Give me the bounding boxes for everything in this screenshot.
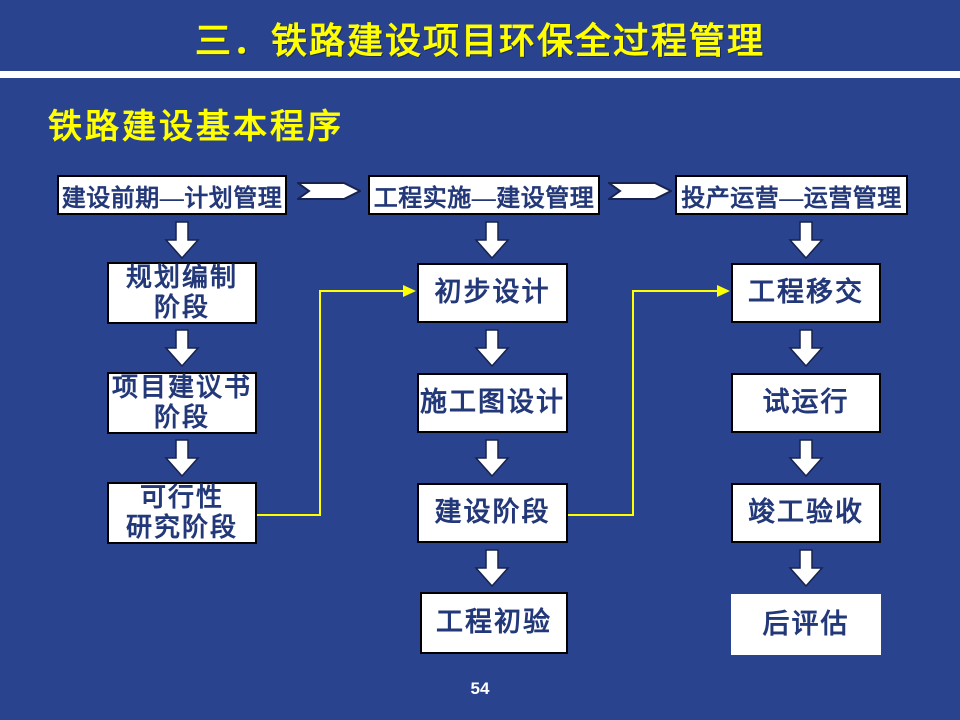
stage-label: 规划编制 阶段 — [125, 263, 238, 322]
page-title: 三．铁路建设项目环保全过程管理 — [194, 20, 765, 61]
page-number: 54 — [470, 679, 490, 698]
stage-label: 可行性 研究阶段 — [125, 483, 238, 542]
box-preliminary-design: 初步设计 — [417, 263, 568, 323]
section-subtitle: 铁路建设基本程序 — [48, 109, 344, 146]
stage-label: 工程初验 — [436, 607, 552, 638]
box-construction-drawing-design: 施工图设计 — [417, 373, 568, 433]
stage-label: 施工图设计 — [420, 387, 565, 418]
box-project-implementation: 工程实施—建设管理 — [368, 175, 600, 215]
box-initial-acceptance: 工程初验 — [420, 592, 568, 654]
header-label: 建设前期—计划管理 — [61, 185, 283, 212]
down-arrow-icon — [788, 221, 824, 259]
box-project-proposal-stage: 项目建议书 阶段 — [107, 372, 257, 434]
box-operation-management: 投产运营—运营管理 — [675, 175, 908, 215]
connector-construction-to-handover — [568, 290, 717, 516]
down-arrow-icon — [164, 221, 200, 259]
header-label: 投产运营—运营管理 — [681, 185, 902, 212]
connector-arrowhead-icon — [403, 285, 416, 297]
down-arrow-icon — [164, 439, 200, 477]
stage-label: 竣工验收 — [748, 497, 864, 528]
chevron-arrow-icon — [297, 182, 361, 200]
stage-label: 工程移交 — [748, 277, 864, 308]
down-arrow-icon — [788, 439, 824, 477]
down-arrow-icon — [788, 329, 824, 367]
down-arrow-icon — [474, 439, 510, 477]
box-project-handover: 工程移交 — [731, 263, 881, 323]
connector-feasibility-to-preliminary-design — [257, 290, 403, 516]
box-feasibility-study-stage: 可行性 研究阶段 — [107, 482, 257, 544]
down-arrow-icon — [474, 549, 510, 587]
title-divider — [0, 71, 960, 78]
stage-label: 试运行 — [762, 387, 850, 418]
down-arrow-icon — [164, 329, 200, 367]
box-completion-acceptance: 竣工验收 — [731, 483, 881, 543]
box-construction-preparation: 建设前期—计划管理 — [57, 175, 287, 215]
down-arrow-icon — [474, 329, 510, 367]
connector-arrowhead-icon — [717, 285, 730, 297]
stage-label: 项目建议书 阶段 — [111, 373, 252, 432]
box-trial-operation: 试运行 — [731, 373, 881, 433]
box-planning-stage: 规划编制 阶段 — [107, 262, 257, 324]
stage-label: 建设阶段 — [434, 497, 551, 528]
down-arrow-icon — [788, 549, 824, 587]
box-construction-stage: 建设阶段 — [417, 483, 568, 543]
stage-label: 初步设计 — [434, 277, 551, 308]
header-label: 工程实施—建设管理 — [373, 185, 595, 212]
stage-label: 后评估 — [762, 608, 850, 639]
box-post-evaluation: 后评估 — [731, 594, 881, 655]
down-arrow-icon — [474, 221, 510, 259]
chevron-arrow-icon — [608, 182, 672, 200]
